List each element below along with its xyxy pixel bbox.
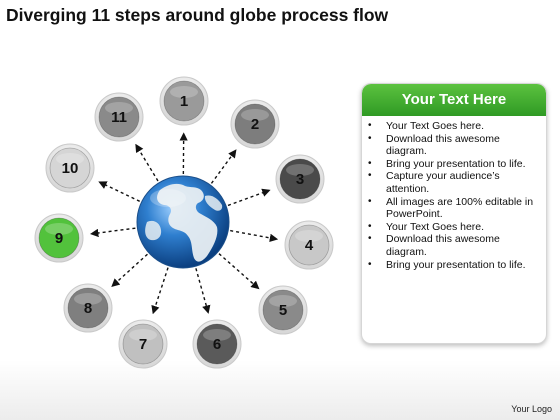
- panel-bullet: Bring your presentation to life.: [368, 259, 536, 272]
- step-label: 7: [139, 336, 147, 353]
- step-node-shine: [129, 329, 157, 341]
- arrow-icon: [224, 228, 279, 243]
- step-label: 5: [279, 302, 287, 319]
- step-node-fill: [288, 224, 330, 266]
- step-node-fill: [98, 96, 140, 138]
- step-label: 3: [296, 171, 304, 188]
- bottom-band: [0, 360, 560, 420]
- step-node-fill: [38, 217, 80, 259]
- step-node-fill: [262, 289, 304, 331]
- panel-bullet: Download this awesome diagram.: [368, 233, 536, 258]
- panel-bullet: Bring your presentation to life.: [368, 158, 536, 171]
- step-node-10: 10: [45, 143, 95, 193]
- step-node-fill: [163, 80, 205, 122]
- arrow-icon: [193, 262, 211, 314]
- step-label: 2: [251, 116, 259, 133]
- step-node-shine: [241, 109, 269, 121]
- step-node-6: 6: [192, 319, 242, 369]
- page-title: Diverging 11 steps around globe process …: [6, 5, 389, 25]
- panel-bullet: Your Text Goes here.: [368, 120, 536, 133]
- step-node-9: 9: [34, 213, 84, 263]
- step-nodes: 1 2 3 4 5 6 7 8 9 10 11: [34, 76, 334, 369]
- step-node-shine: [56, 153, 84, 165]
- arrow-icon: [90, 226, 142, 238]
- step-node-2: 2: [230, 99, 280, 149]
- arrow-icon: [111, 249, 153, 288]
- step-node-8: 8: [63, 283, 113, 333]
- arrows-group: [90, 132, 279, 315]
- step-node-shine: [170, 86, 198, 98]
- arrow-icon: [222, 188, 271, 209]
- arrow-icon: [151, 261, 171, 315]
- arrow-icon: [98, 181, 146, 205]
- logo-text: Your Logo: [511, 404, 552, 414]
- step-label: 11: [111, 109, 127, 126]
- step-label: 8: [84, 300, 92, 317]
- step-label: 10: [62, 160, 79, 177]
- step-node-fill: [279, 158, 321, 200]
- step-node-fill: [49, 147, 91, 189]
- panel-bullet: Your Text Goes here.: [368, 221, 536, 234]
- step-label: 9: [55, 230, 63, 247]
- step-node-fill: [234, 103, 276, 145]
- panel-bullet-list: Your Text Goes here. Download this aweso…: [362, 116, 546, 271]
- step-node-7: 7: [118, 319, 168, 369]
- arrow-icon: [214, 249, 260, 290]
- globe-icon: [136, 175, 230, 269]
- step-label: 6: [213, 336, 221, 353]
- arrow-icon: [135, 143, 162, 187]
- step-node-fill: [67, 287, 109, 329]
- step-node-5: 5: [258, 285, 308, 335]
- step-node-11: 11: [94, 92, 144, 142]
- step-node-fill: [196, 323, 238, 365]
- step-node-shine: [45, 223, 73, 235]
- step-label: 1: [180, 93, 188, 110]
- panel-bullet: All images are 100% editable in PowerPoi…: [368, 196, 536, 221]
- step-node-shine: [74, 293, 102, 305]
- panel-bullet: Capture your audience’s attention.: [368, 170, 536, 195]
- step-node-fill: [122, 323, 164, 365]
- step-node-shine: [286, 164, 314, 176]
- panel-bullet: Download this awesome diagram.: [368, 133, 536, 158]
- step-node-shine: [295, 230, 323, 242]
- step-node-1: 1: [159, 76, 209, 126]
- text-panel: Your Text Here Your Text Goes here. Down…: [361, 83, 547, 344]
- arrow-icon: [207, 149, 237, 189]
- panel-header: Your Text Here: [362, 84, 546, 116]
- step-node-shine: [203, 329, 231, 341]
- step-node-shine: [105, 102, 133, 114]
- step-label: 4: [305, 237, 314, 254]
- step-node-3: 3: [275, 154, 325, 204]
- step-node-shine: [269, 295, 297, 307]
- step-node-4: 4: [284, 220, 334, 270]
